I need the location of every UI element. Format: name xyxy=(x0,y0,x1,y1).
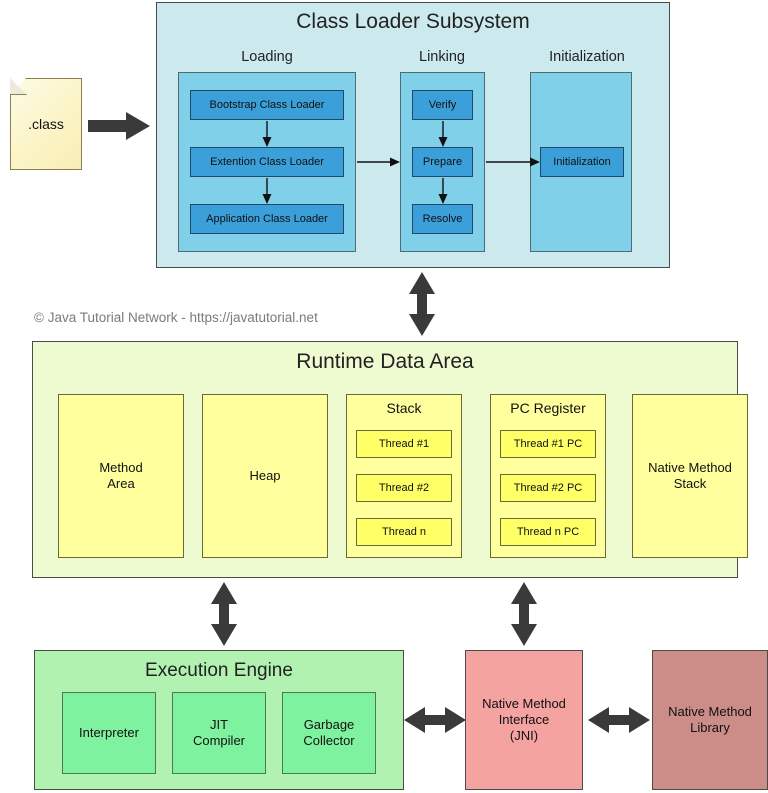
pc-thread-1[interactable]: Thread #1 PC xyxy=(500,430,596,458)
heap-box[interactable]: Heap xyxy=(202,394,328,558)
native-method-interface-box[interactable]: Native Method Interface (JNI) xyxy=(465,650,583,790)
arrow-loader-to-runtime-icon xyxy=(409,272,435,336)
stack-thread-2[interactable]: Thread #2 xyxy=(356,474,452,502)
step-resolve[interactable]: Resolve xyxy=(412,204,473,234)
step-verify[interactable]: Verify xyxy=(412,90,473,120)
pc-register-title: PC Register xyxy=(510,400,586,416)
interpreter-box[interactable]: Interpreter xyxy=(62,692,156,774)
arrow-runtime-to-jni-icon xyxy=(511,582,537,646)
class-loader-subsystem-title: Class Loader Subsystem xyxy=(296,10,530,33)
native-method-library-box[interactable]: Native Method Library xyxy=(652,650,768,790)
garbage-collector-box[interactable]: Garbage Collector xyxy=(282,692,376,774)
class-file-label: .class xyxy=(28,116,64,132)
pc-thread-n[interactable]: Thread n PC xyxy=(500,518,596,546)
pc-thread-2[interactable]: Thread #2 PC xyxy=(500,474,596,502)
stack-title: Stack xyxy=(386,400,422,416)
step-prepare[interactable]: Prepare xyxy=(412,147,473,177)
stack-thread-n[interactable]: Thread n xyxy=(356,518,452,546)
phase-label-loading: Loading xyxy=(241,49,293,65)
arrow-class-to-loader-icon xyxy=(88,112,150,140)
stack-thread-1[interactable]: Thread #1 xyxy=(356,430,452,458)
phase-label-initialization: Initialization xyxy=(549,49,625,65)
arrow-runtime-to-execution-icon xyxy=(211,582,237,646)
arrow-jni-to-library-icon xyxy=(588,707,650,733)
credit-text: © Java Tutorial Network - https://javatu… xyxy=(34,310,318,325)
step-extention-class-loader[interactable]: Extention Class Loader xyxy=(190,147,344,177)
arrow-execution-to-jni-icon xyxy=(404,707,466,733)
step-initialization[interactable]: Initialization xyxy=(540,147,624,177)
method-area-box[interactable]: Method Area xyxy=(58,394,184,558)
runtime-data-area-title: Runtime Data Area xyxy=(296,350,474,373)
step-application-class-loader[interactable]: Application Class Loader xyxy=(190,204,344,234)
execution-engine-title: Execution Engine xyxy=(145,660,293,681)
step-bootstrap-class-loader[interactable]: Bootstrap Class Loader xyxy=(190,90,344,120)
phase-label-linking: Linking xyxy=(419,49,465,65)
jit-compiler-box[interactable]: JIT Compiler xyxy=(172,692,266,774)
native-method-stack-box[interactable]: Native Method Stack xyxy=(632,394,748,558)
